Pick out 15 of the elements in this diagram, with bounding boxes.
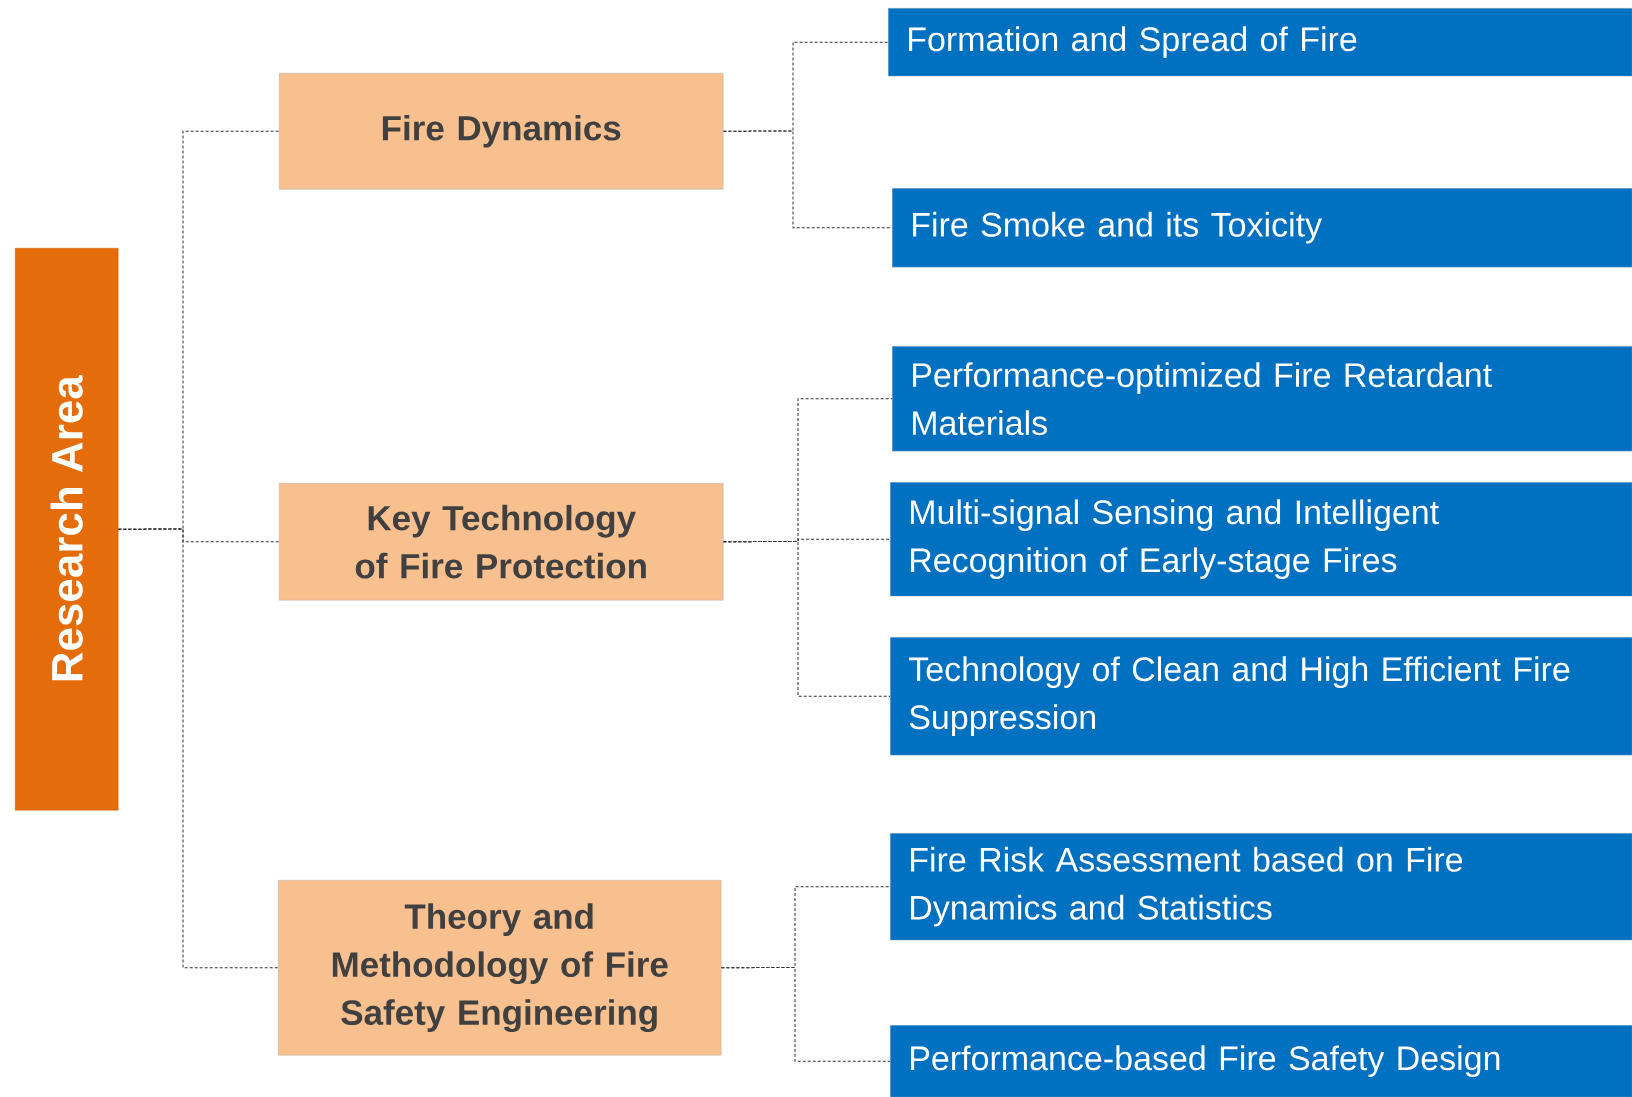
connector-line <box>722 541 891 697</box>
connector-line <box>720 967 891 1062</box>
connector-line <box>722 130 893 229</box>
subtopic-box: Fire Smoke and its Toxicity <box>892 188 1632 268</box>
subtopic-box: Fire Risk Assessment based on Fire Dynamics and Statistics <box>890 833 1632 941</box>
category-box: Research Area <box>15 248 119 811</box>
subtopic-box: Technology of Clean and High Efficient Fire Suppression <box>890 637 1632 756</box>
subtopic-box: Multi-signal Sensing and Intelligent Recognition of Early-stage Fires <box>890 482 1632 597</box>
topic-box: Fire Dynamics <box>279 73 724 190</box>
connector-line <box>117 528 279 969</box>
subtopic-box: Performance-optimized Fire Retardant Materials <box>892 346 1632 452</box>
subtopic-box: Formation and Spread of Fire <box>888 8 1632 77</box>
topic-box: Theory and Methodology of Fire Safety Engineering <box>278 880 722 1056</box>
subtopic-box: Performance-based Fire Safety Design <box>890 1025 1632 1097</box>
topic-box: Key Technology of Fire Protection <box>279 483 724 601</box>
